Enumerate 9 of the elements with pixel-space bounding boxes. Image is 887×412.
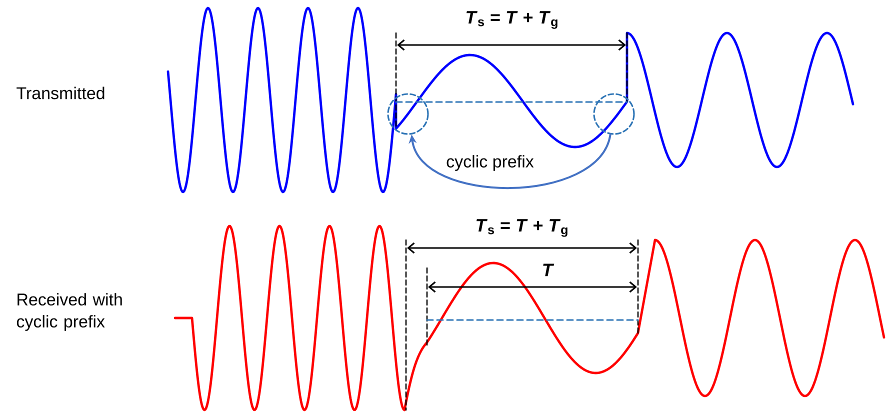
signal-label: Received with cyclic prefix — [16, 293, 122, 331]
signal-label: Transmitted — [16, 86, 104, 100]
formula-label: T$_{s}$ = T + T$_{g}$ — [476, 219, 568, 237]
formula-label: T — [543, 264, 554, 276]
formula-label: T$_{s}$ = T + T$_{g}$ — [466, 11, 558, 29]
dashed-circle — [387, 93, 429, 135]
dashed-circle — [593, 93, 635, 135]
edge-label: cyclic prefix — [446, 155, 534, 171]
curved-arrow — [408, 133, 612, 190]
